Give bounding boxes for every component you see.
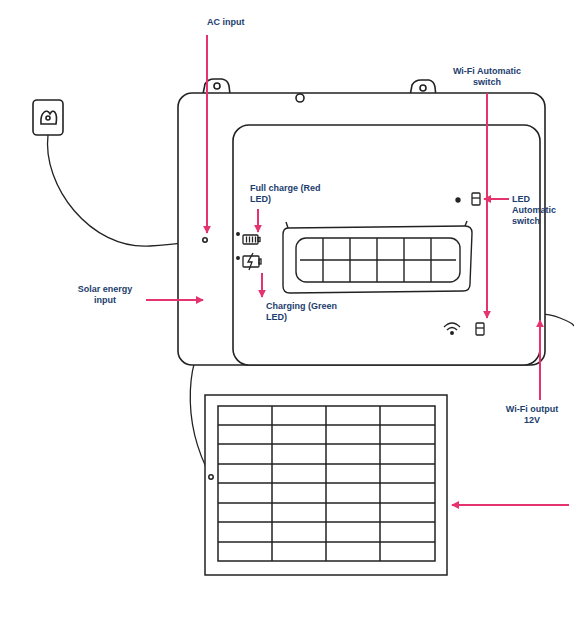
wall-socket [33,100,63,135]
solar-panel [205,395,447,575]
callout-label: Solar energy input [70,284,140,306]
callout-label: Wi-Fi output 12V [499,404,565,426]
callout-label: Charging (Green LED) [266,301,354,323]
callout-label: Wi-Fi Automatic switch [447,66,527,88]
leader-arrows [146,35,569,505]
callout-label: LED Automatic switch [512,194,568,227]
switches [444,193,484,335]
callout-label: AC input [207,17,245,28]
status-icons [237,233,261,270]
controller-housing [178,79,545,365]
callout-label: Full charge (Red LED) [250,183,338,205]
led-panel [283,221,472,293]
